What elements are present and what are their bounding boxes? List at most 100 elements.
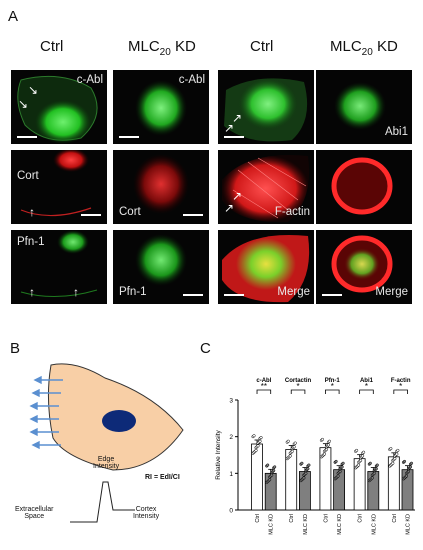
data-point — [362, 450, 366, 454]
x-tick-label: MLC KD — [371, 514, 377, 535]
data-point — [258, 439, 262, 443]
column-header-mlc-kd-1: MLC20 KD — [128, 38, 196, 58]
scale-bar — [81, 214, 101, 216]
data-point — [307, 463, 311, 467]
data-point — [402, 459, 407, 463]
data-point — [341, 461, 345, 465]
x-tick-label: Ctrl — [323, 514, 329, 523]
arrow-icon: ↑ — [29, 285, 35, 299]
data-point — [300, 461, 304, 465]
data-point — [254, 448, 258, 452]
data-point — [306, 467, 310, 471]
significance-label: * — [365, 382, 368, 391]
data-point — [270, 473, 274, 477]
data-point — [355, 448, 359, 452]
column-header-mlc-kd-2: MLC20 KD — [330, 38, 398, 58]
micrograph-ctrl-cort: ↑ Cort — [11, 150, 107, 224]
tile-label: Pfn-1 — [119, 286, 147, 298]
data-point — [374, 467, 378, 471]
scale-bar — [17, 136, 37, 138]
micrograph-ctrl-factin: ↗ ↗ F-actin — [218, 150, 314, 224]
data-point — [256, 444, 260, 448]
panel-label-b: B — [10, 340, 21, 357]
data-point — [389, 447, 393, 451]
arrow-icon: ↗ — [232, 111, 243, 125]
data-point — [357, 463, 361, 467]
data-point — [302, 476, 306, 480]
column-header-ctrl-1: Ctrl — [40, 38, 64, 55]
tile-label: Cort — [17, 170, 39, 182]
significance-label: * — [297, 382, 300, 391]
data-point — [359, 458, 363, 463]
tile-label: Abi1 — [384, 126, 408, 138]
data-point — [320, 437, 324, 441]
micrograph-kd-cort: Cort — [113, 150, 209, 224]
arrow-icon: ↑ — [73, 285, 79, 299]
data-point — [334, 459, 338, 463]
scale-bar — [224, 294, 244, 296]
data-point — [406, 469, 411, 474]
data-point — [391, 461, 395, 465]
x-tick-label: MLC KD — [269, 514, 275, 535]
data-point — [268, 478, 272, 482]
significance-bracket — [256, 389, 272, 394]
y-tick-label: 1 — [229, 471, 233, 478]
arrow-icon: ↘ — [18, 97, 29, 111]
group-title: F-actin — [391, 378, 411, 384]
data-point — [368, 461, 372, 465]
x-tick-label: Ctrl — [392, 514, 398, 523]
data-point — [259, 436, 263, 440]
scale-bar — [322, 294, 342, 296]
data-point — [372, 471, 376, 475]
data-point — [322, 452, 326, 456]
data-point — [252, 434, 256, 438]
data-point — [338, 469, 342, 474]
group-title: c-Abl — [256, 378, 271, 384]
arrow-icon: ↗ — [232, 189, 243, 203]
arrow-icon — [29, 375, 63, 450]
scale-bar — [183, 294, 203, 296]
micrograph-ctrl-cabl: ↘ ↘ c-Abl — [11, 70, 107, 144]
data-point — [409, 461, 414, 465]
cortex-intensity-label: Cortex Intensity — [133, 506, 160, 520]
data-point — [286, 439, 290, 443]
y-tick-label: 2 — [229, 434, 233, 441]
intensity-profile — [70, 481, 135, 523]
x-tick-label: MLC KD — [337, 514, 343, 535]
arrow-icon: ↑ — [29, 205, 35, 219]
edge-intensity-label: Edge Intensity — [93, 456, 120, 470]
tile-label: F-actin — [274, 206, 310, 218]
significance-label: * — [399, 382, 402, 391]
scale-bar — [183, 214, 203, 216]
micrograph-kd-merge: Merge — [316, 230, 412, 304]
micrograph-kd-factin — [316, 150, 412, 224]
panel-b-diagram: Edge Intensity RI = EdI/CI Extracellular… — [15, 360, 195, 535]
x-tick-label: MLC KD — [406, 514, 412, 535]
data-point — [404, 474, 409, 478]
data-point — [327, 439, 331, 443]
data-point — [395, 452, 399, 456]
tile-label: Cort — [119, 206, 141, 218]
arrow-icon: ↗ — [224, 121, 235, 135]
data-point — [304, 471, 308, 475]
y-tick-label: 3 — [229, 398, 233, 405]
x-tick-label: Ctrl — [255, 514, 261, 523]
data-point — [288, 454, 292, 458]
group-title: Cortactin — [285, 378, 312, 384]
micrograph-kd-abi1: Abi1 — [316, 70, 412, 144]
tile-label: Merge — [375, 286, 408, 298]
micrograph-kd-pfn1: Pfn-1 — [113, 230, 209, 304]
significance-bracket — [290, 389, 306, 394]
data-point — [370, 476, 374, 480]
data-point — [396, 448, 400, 452]
significance-bracket — [359, 389, 374, 394]
data-point — [326, 443, 330, 447]
tile-label: Merge — [277, 286, 310, 298]
significance-label: * — [331, 382, 334, 391]
data-point — [266, 463, 270, 467]
scale-bar — [119, 136, 139, 138]
data-point — [336, 474, 340, 478]
data-point — [290, 449, 294, 453]
y-tick-label: 0 — [229, 508, 233, 515]
